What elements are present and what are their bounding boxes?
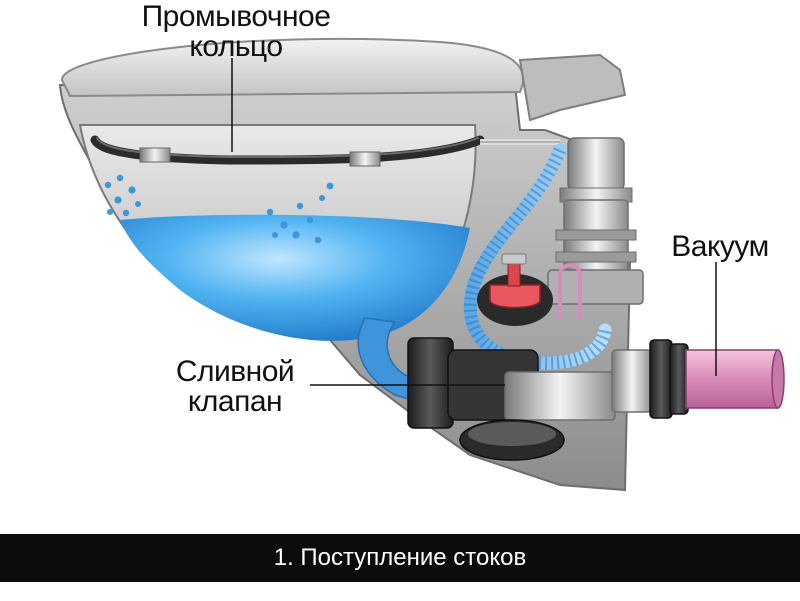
valve-column-band — [555, 229, 637, 241]
label-drain-valve: Сливной клапан — [150, 357, 320, 417]
flush-nozzle — [349, 151, 381, 167]
flush-nozzle — [139, 147, 171, 163]
label-flush-ring-line1: Промывочное — [141, 0, 331, 33]
label-drain-valve-line1: Сливной — [175, 355, 295, 388]
vacuum-pipe-end — [771, 349, 785, 409]
plunger-stem — [507, 261, 521, 287]
valve-column-top — [567, 137, 625, 191]
outlet-coupling — [611, 349, 653, 413]
outlet-ring — [649, 339, 673, 419]
caption-bar: 1. Поступление стоков — [0, 534, 800, 582]
pink-tube — [558, 263, 582, 320]
label-flush-ring: Промывочное кольцо — [96, 2, 376, 62]
plunger-cap — [489, 284, 541, 309]
flush-ring-highlight — [96, 137, 479, 159]
hinge-block — [518, 53, 627, 122]
label-vacuum: Вакуум — [671, 230, 769, 263]
blue-hose — [463, 143, 612, 370]
bowl-water — [120, 214, 470, 341]
flush-ring-pipe — [90, 135, 485, 165]
label-drain-valve-line2: клапан — [187, 385, 283, 418]
valve-column-base — [547, 269, 644, 305]
plunger-knob — [501, 253, 527, 265]
label-flush-ring-line2: кольцо — [189, 30, 283, 63]
vacuum-pipe — [685, 349, 779, 409]
water-drops — [104, 174, 334, 244]
drain-valve-housing — [504, 371, 616, 421]
valve-column-band — [555, 251, 637, 263]
drain-valve-bottom-rim — [468, 422, 556, 446]
drain-valve-flange — [407, 337, 454, 429]
